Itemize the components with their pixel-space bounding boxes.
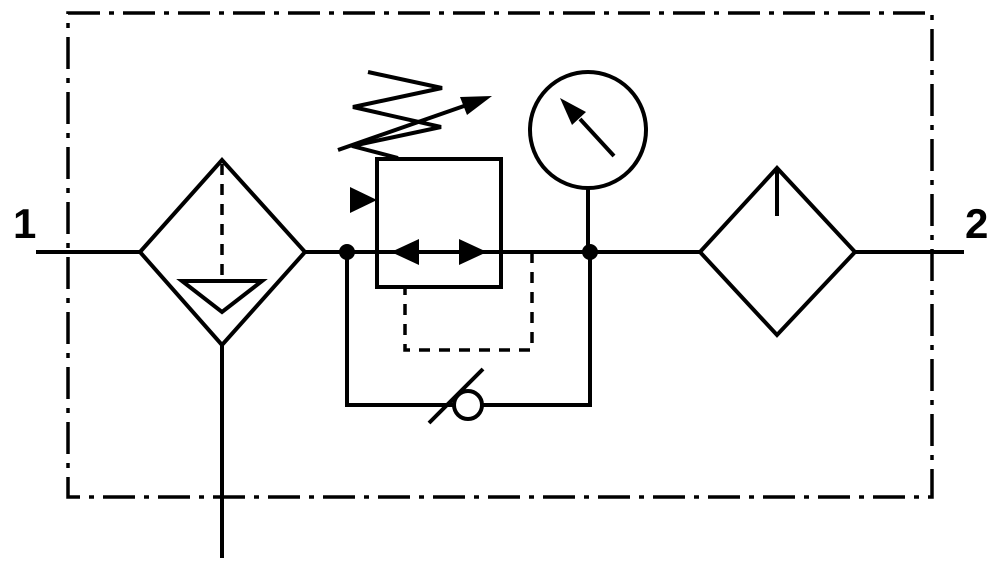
regulator-arrow-right [459, 239, 487, 265]
pressure-regulator-symbol [337, 70, 534, 352]
lubricator-symbol [697, 165, 858, 338]
enclosure-rect [66, 11, 934, 499]
enclosure-border [66, 11, 934, 499]
lubricator-body-diamond [697, 165, 858, 338]
check-valve-bypass-symbol [345, 252, 592, 425]
regulator-body [375, 157, 503, 289]
gauge-needle-shaft [578, 117, 616, 158]
regulator-relief-vent-triangle [350, 187, 377, 213]
filter-body-diamond [137, 157, 308, 349]
regulator-spring-zigzag [351, 70, 443, 160]
regulator-adjustment-arrow-head [460, 96, 492, 115]
regulator-adjustment-arrow-shaft [337, 104, 465, 152]
port-2-label: 2 [965, 200, 988, 247]
pressure-gauge-symbol [528, 70, 648, 252]
regulator-pilot-line [403, 252, 534, 352]
check-valve-ball [452, 389, 484, 421]
filter-water-separator-symbol [137, 157, 308, 558]
gauge-needle-arrow-head [560, 98, 586, 125]
regulator-arrow-left [391, 239, 419, 265]
water-separator-triangle [176, 279, 268, 315]
check-valve-seat-line [427, 367, 485, 425]
port-1-label: 1 [13, 200, 36, 247]
